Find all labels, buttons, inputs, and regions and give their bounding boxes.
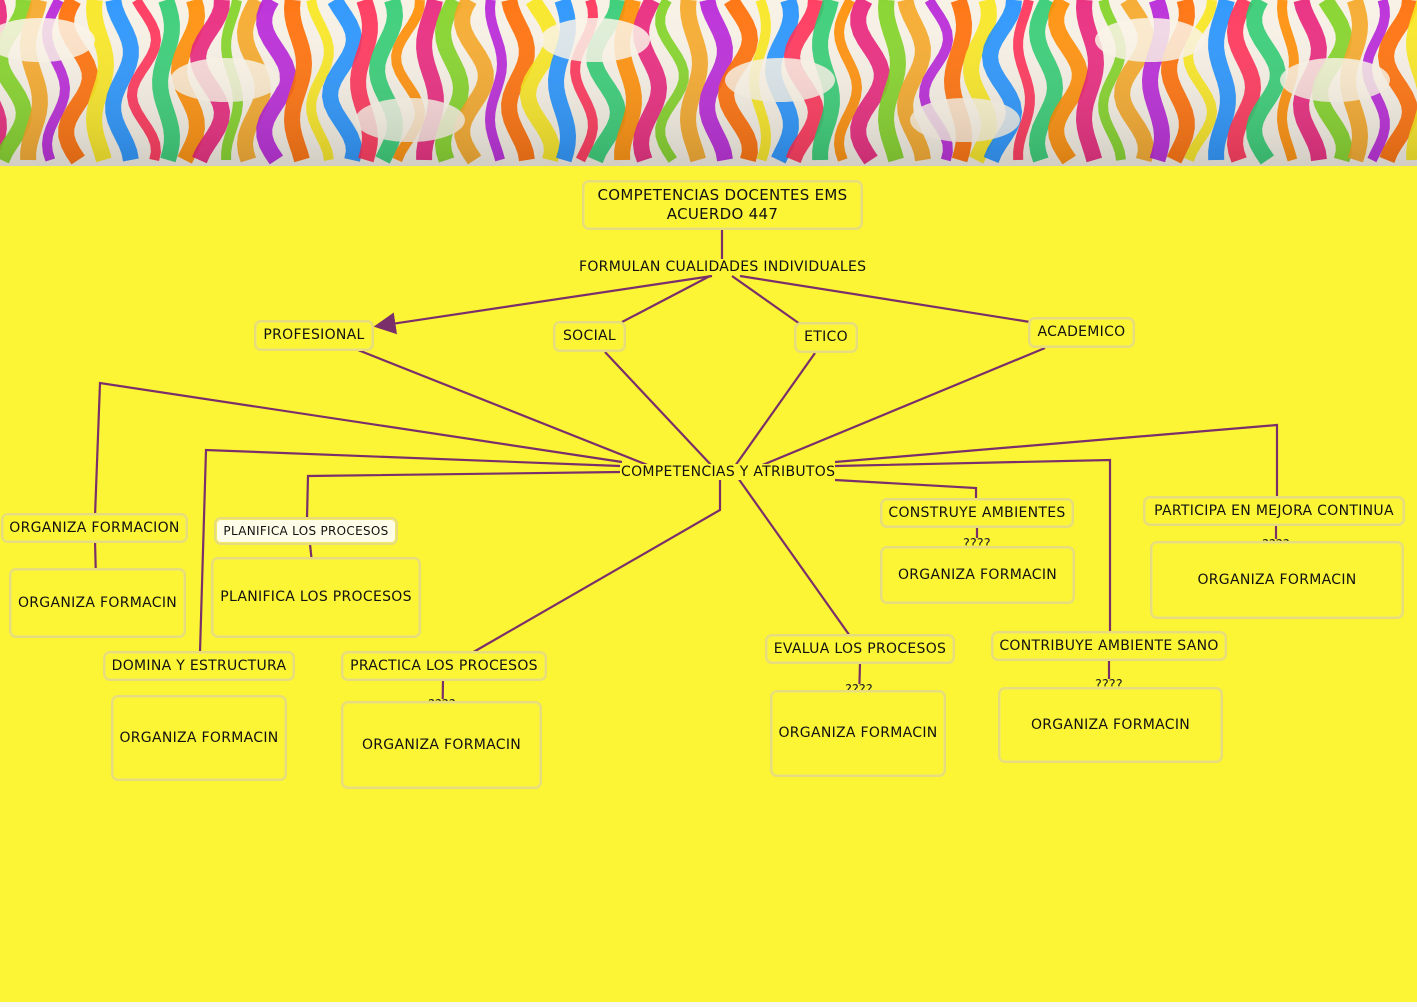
category-academico[interactable]: ACADEMICO [1028, 317, 1135, 348]
category-social[interactable]: SOCIAL [553, 321, 626, 352]
competency-evalua-procesos[interactable]: EVALUA LOS PROCESOS [765, 634, 955, 664]
detail-participa[interactable]: ORGANIZA FORMACIN [1150, 541, 1404, 619]
category-profesional[interactable]: PROFESIONAL [254, 320, 374, 351]
detail-planifica[interactable]: PLANIFICA LOS PROCESOS [211, 557, 421, 638]
competency-practica-procesos[interactable]: PRACTICA LOS PROCESOS [341, 651, 547, 681]
competency-participa-mejora-continua[interactable]: PARTICIPA EN MEJORA CONTINUA [1143, 496, 1405, 526]
detail-practica[interactable]: ORGANIZA FORMACIN [341, 701, 542, 789]
title-node[interactable]: COMPETENCIAS DOCENTES EMS ACUERDO 447 [582, 180, 863, 230]
competency-contribuye-ambiente-sano[interactable]: CONTRIBUYE AMBIENTE SANO [991, 631, 1227, 661]
competency-construye-ambientes[interactable]: CONSTRUYE AMBIENTES [880, 498, 1074, 528]
detail-contribuye[interactable]: ORGANIZA FORMACIN [998, 687, 1223, 763]
title-line-2: ACUERDO 447 [666, 205, 779, 223]
detail-construye[interactable]: ORGANIZA FORMACIN [880, 546, 1075, 604]
title-line-1: COMPETENCIAS DOCENTES EMS [597, 186, 848, 204]
detail-domina[interactable]: ORGANIZA FORMACIN [111, 695, 287, 781]
link-phrase-formulan[interactable]: FORMULAN CUALIDADES INDIVIDUALES [579, 259, 867, 275]
competency-planifica-procesos[interactable]: PLANIFICA LOS PROCESOS [214, 517, 398, 545]
category-etico[interactable]: ETICO [794, 322, 858, 353]
detail-organiza[interactable]: ORGANIZA FORMACIN [9, 568, 186, 638]
hub-competencias-y-atributos[interactable]: COMPETENCIAS Y ATRIBUTOS [621, 464, 836, 480]
bottom-border [0, 1002, 1417, 1007]
decorative-banner-image [0, 0, 1417, 166]
detail-evalua[interactable]: ORGANIZA FORMACIN [770, 690, 946, 777]
competency-domina-estructura[interactable]: DOMINA Y ESTRUCTURA [103, 651, 295, 681]
competency-organiza-formacion[interactable]: ORGANIZA FORMACION [1, 513, 188, 543]
